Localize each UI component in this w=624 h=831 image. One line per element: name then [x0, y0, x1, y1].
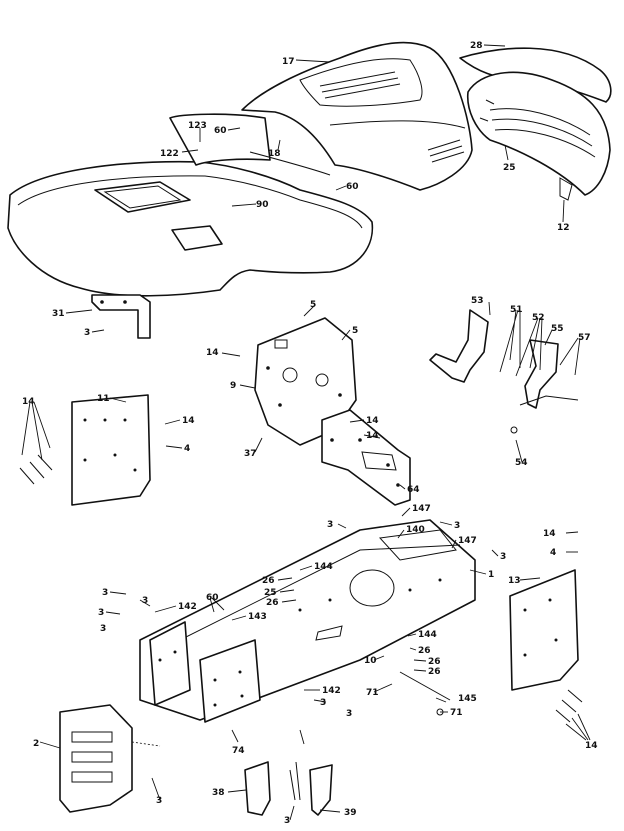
label-14: 14 — [543, 529, 556, 539]
label-38: 38 — [212, 788, 225, 798]
fender — [7, 113, 374, 297]
label-3: 3 — [327, 520, 333, 530]
label-142: 142 — [322, 686, 341, 696]
label-4: 4 — [550, 548, 556, 558]
label-10: 10 — [364, 656, 377, 666]
label-51: 51 — [510, 305, 523, 315]
label-11: 11 — [97, 394, 110, 404]
label-53: 53 — [471, 296, 484, 306]
hood — [241, 41, 473, 191]
label-4: 4 — [184, 444, 190, 454]
label-26: 26 — [428, 667, 441, 677]
front-plate — [59, 704, 161, 813]
label-60: 60 — [214, 126, 227, 136]
label-26: 26 — [266, 598, 279, 608]
label-14: 14 — [182, 416, 195, 426]
label-14: 14 — [206, 348, 219, 358]
support-bracket — [321, 409, 411, 506]
label-17: 17 — [282, 57, 295, 67]
label-60: 60 — [346, 182, 359, 192]
label-12: 12 — [557, 223, 570, 233]
label-14: 14 — [585, 741, 598, 751]
label-26: 26 — [428, 657, 441, 667]
label-142: 142 — [178, 602, 197, 612]
label-145: 145 — [458, 694, 477, 704]
label-18: 18 — [268, 149, 281, 159]
label-26: 26 — [262, 576, 275, 586]
label-3: 3 — [454, 521, 460, 531]
side-panel-right — [509, 569, 583, 723]
label-3: 3 — [100, 624, 106, 634]
label-74: 74 — [232, 746, 245, 756]
bottom-brackets — [244, 761, 333, 816]
callout-labels: 17 28 60 123 122 18 60 90 25 12 31 3 5 5… — [22, 41, 598, 826]
label-140: 140 — [406, 525, 425, 535]
label-5: 5 — [352, 326, 358, 336]
label-144: 144 — [314, 562, 333, 572]
label-147: 147 — [412, 504, 431, 514]
label-31: 31 — [52, 309, 65, 319]
label-37: 37 — [244, 449, 257, 459]
label-3: 3 — [142, 596, 148, 606]
label-147: 147 — [458, 536, 477, 546]
label-39: 39 — [344, 808, 357, 818]
label-26: 26 — [418, 646, 431, 656]
label-3: 3 — [98, 608, 104, 618]
label-3: 3 — [102, 588, 108, 598]
label-14: 14 — [366, 416, 379, 426]
label-3: 3 — [84, 328, 90, 338]
label-64: 64 — [407, 485, 420, 495]
label-14: 14 — [366, 431, 379, 441]
label-71: 71 — [450, 708, 463, 718]
label-13: 13 — [508, 576, 521, 586]
hinge-bracket — [91, 294, 151, 339]
label-3: 3 — [346, 709, 352, 719]
label-71: 71 — [366, 688, 379, 698]
label-55: 55 — [551, 324, 564, 334]
label-3: 3 — [156, 796, 162, 806]
label-54: 54 — [515, 458, 528, 468]
label-3: 3 — [320, 698, 326, 708]
grille-panel — [459, 47, 612, 201]
side-panel-left — [19, 394, 151, 506]
label-14: 14 — [22, 397, 35, 407]
label-52: 52 — [532, 313, 545, 323]
label-143: 143 — [248, 612, 267, 622]
label-5: 5 — [310, 300, 316, 310]
leader-lines — [21, 44, 591, 821]
label-144: 144 — [418, 630, 437, 640]
label-57: 57 — [578, 333, 591, 343]
main-frame — [139, 519, 476, 723]
label-1: 1 — [488, 570, 494, 580]
label-60: 60 — [206, 593, 219, 603]
label-122: 122 — [160, 149, 179, 159]
label-2: 2 — [33, 739, 39, 749]
label-123: 123 — [188, 121, 207, 131]
rod — [399, 671, 451, 716]
label-3: 3 — [284, 816, 290, 826]
dash-panel — [254, 317, 357, 446]
label-25: 25 — [503, 163, 516, 173]
pedal-brackets — [429, 309, 579, 434]
label-90: 90 — [256, 200, 269, 210]
label-28: 28 — [470, 41, 483, 51]
label-9: 9 — [230, 381, 236, 391]
label-3: 3 — [500, 552, 506, 562]
label-25: 25 — [264, 588, 277, 598]
